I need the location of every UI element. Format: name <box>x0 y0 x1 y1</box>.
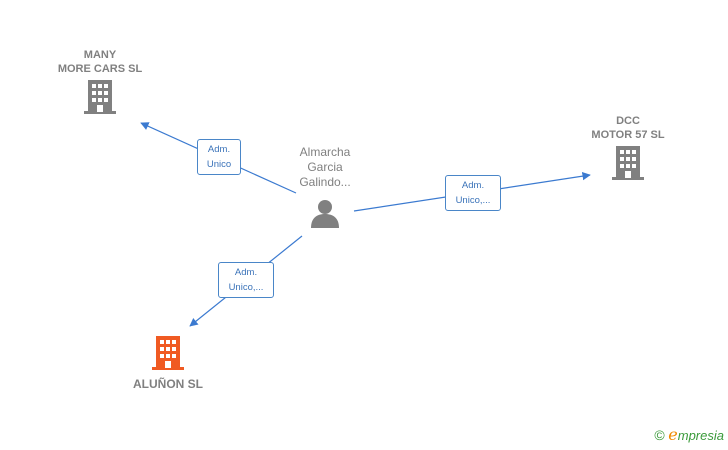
brand-logo-text: mpresia <box>677 428 724 443</box>
edge-label-to-alunon[interactable]: Adm. Unico,... <box>218 262 274 298</box>
company-node-dcc-motor[interactable]: DCC MOTOR 57 SL <box>578 114 678 185</box>
building-icon <box>84 80 116 114</box>
person-name: Almarcha Garcia Galindo... <box>299 145 351 189</box>
brand-logo-e: e <box>668 425 678 444</box>
company-name: DCC MOTOR 57 SL <box>591 115 665 141</box>
company-node-alunon[interactable]: ALUÑON SL <box>118 334 218 391</box>
company-name: MANY MORE CARS SL <box>57 49 143 75</box>
copyright-symbol: © <box>654 427 665 443</box>
brand-footer: © empresia <box>654 425 724 444</box>
person-node[interactable]: Almarcha Garcia Galindo... <box>280 145 370 233</box>
edge-label-to-many[interactable]: Adm. Unico <box>197 139 241 175</box>
building-icon <box>152 336 184 370</box>
building-icon <box>612 146 644 180</box>
person-icon <box>311 200 339 228</box>
company-node-many-more-cars[interactable]: MANY MORE CARS SL <box>50 48 150 119</box>
company-name: ALUÑON SL <box>133 377 203 391</box>
edge-label-to-dcc[interactable]: Adm. Unico,... <box>445 175 501 211</box>
